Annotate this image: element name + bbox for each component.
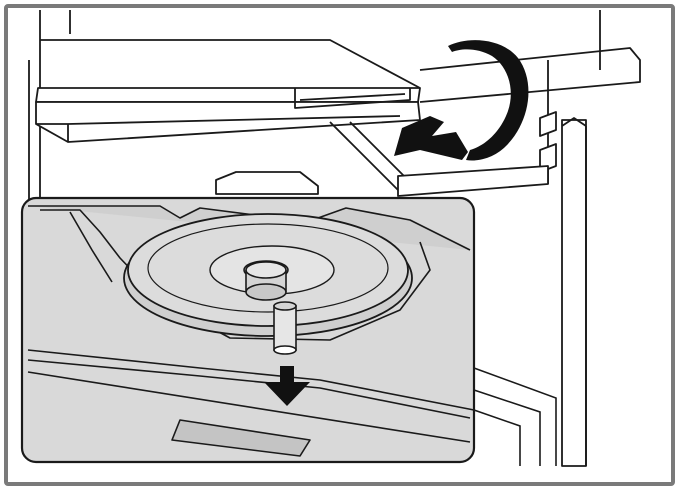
rotate-clockwise-arrow-icon (394, 40, 529, 161)
drawer-handle (215, 171, 319, 195)
lower-drawer (473, 367, 557, 466)
hub (243, 260, 289, 301)
shaft (273, 301, 297, 355)
right-rail (329, 10, 641, 467)
fridge-interior (28, 10, 641, 467)
shelf (35, 39, 421, 143)
detail-inset (20, 196, 476, 464)
down-arrow-icon (264, 366, 310, 406)
